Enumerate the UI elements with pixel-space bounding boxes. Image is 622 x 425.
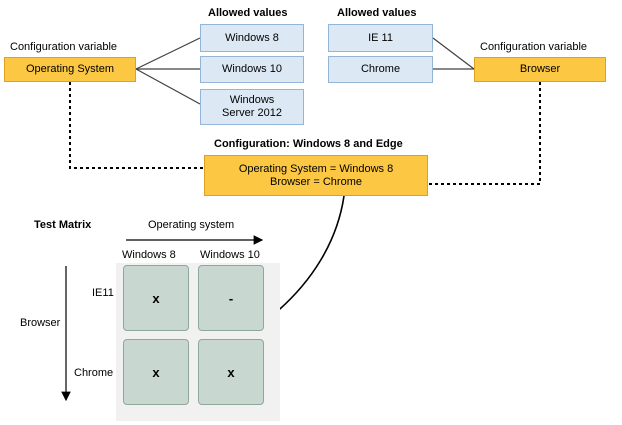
test-matrix-title: Test Matrix <box>34 219 92 231</box>
dotted-arrow-os <box>69 82 222 176</box>
configuration-box: Operating System = Windows 8 Browser = C… <box>204 155 428 196</box>
operating-system-box: Operating System <box>4 57 136 82</box>
x-axis-label: Operating system <box>148 219 235 231</box>
configuration-line-browser: Browser = Chrome <box>269 175 362 188</box>
row-header-ie11: IE11 <box>92 287 114 299</box>
y-axis-label: Browser <box>20 317 61 329</box>
value-chrome: Chrome <box>328 56 433 83</box>
link-os-win8 <box>135 37 201 70</box>
value-windows-10: Windows 10 <box>200 56 304 83</box>
matrix-cell-ie11-windows-10: - <box>198 265 264 331</box>
matrix-cell-chrome-windows-10: x <box>198 339 264 405</box>
row-header-chrome: Chrome <box>74 367 114 379</box>
configuration-title: Configuration: Windows 8 and Edge <box>214 138 403 150</box>
matrix-cell-ie11-windows-8: x <box>123 265 189 331</box>
matrix-cell-chrome-windows-8: x <box>123 339 189 405</box>
column-header-windows-10: Windows 10 <box>200 249 260 261</box>
config-variable-caption-os: Configuration variable <box>10 41 118 53</box>
browser-box: Browser <box>474 57 606 82</box>
allowed-values-header-browser: Allowed values <box>337 7 417 19</box>
config-variable-caption-browser: Configuration variable <box>480 41 588 53</box>
link-browser-ie <box>432 37 475 70</box>
value-windows-server-2012: Windows Server 2012 <box>200 89 304 125</box>
value-ie-11: IE 11 <box>328 24 433 52</box>
link-os-server <box>135 68 201 105</box>
allowed-values-header-os: Allowed values <box>208 7 288 19</box>
value-windows-8: Windows 8 <box>200 24 304 52</box>
configuration-line-os: Operating System = Windows 8 <box>238 162 394 175</box>
column-header-windows-8: Windows 8 <box>122 249 176 261</box>
